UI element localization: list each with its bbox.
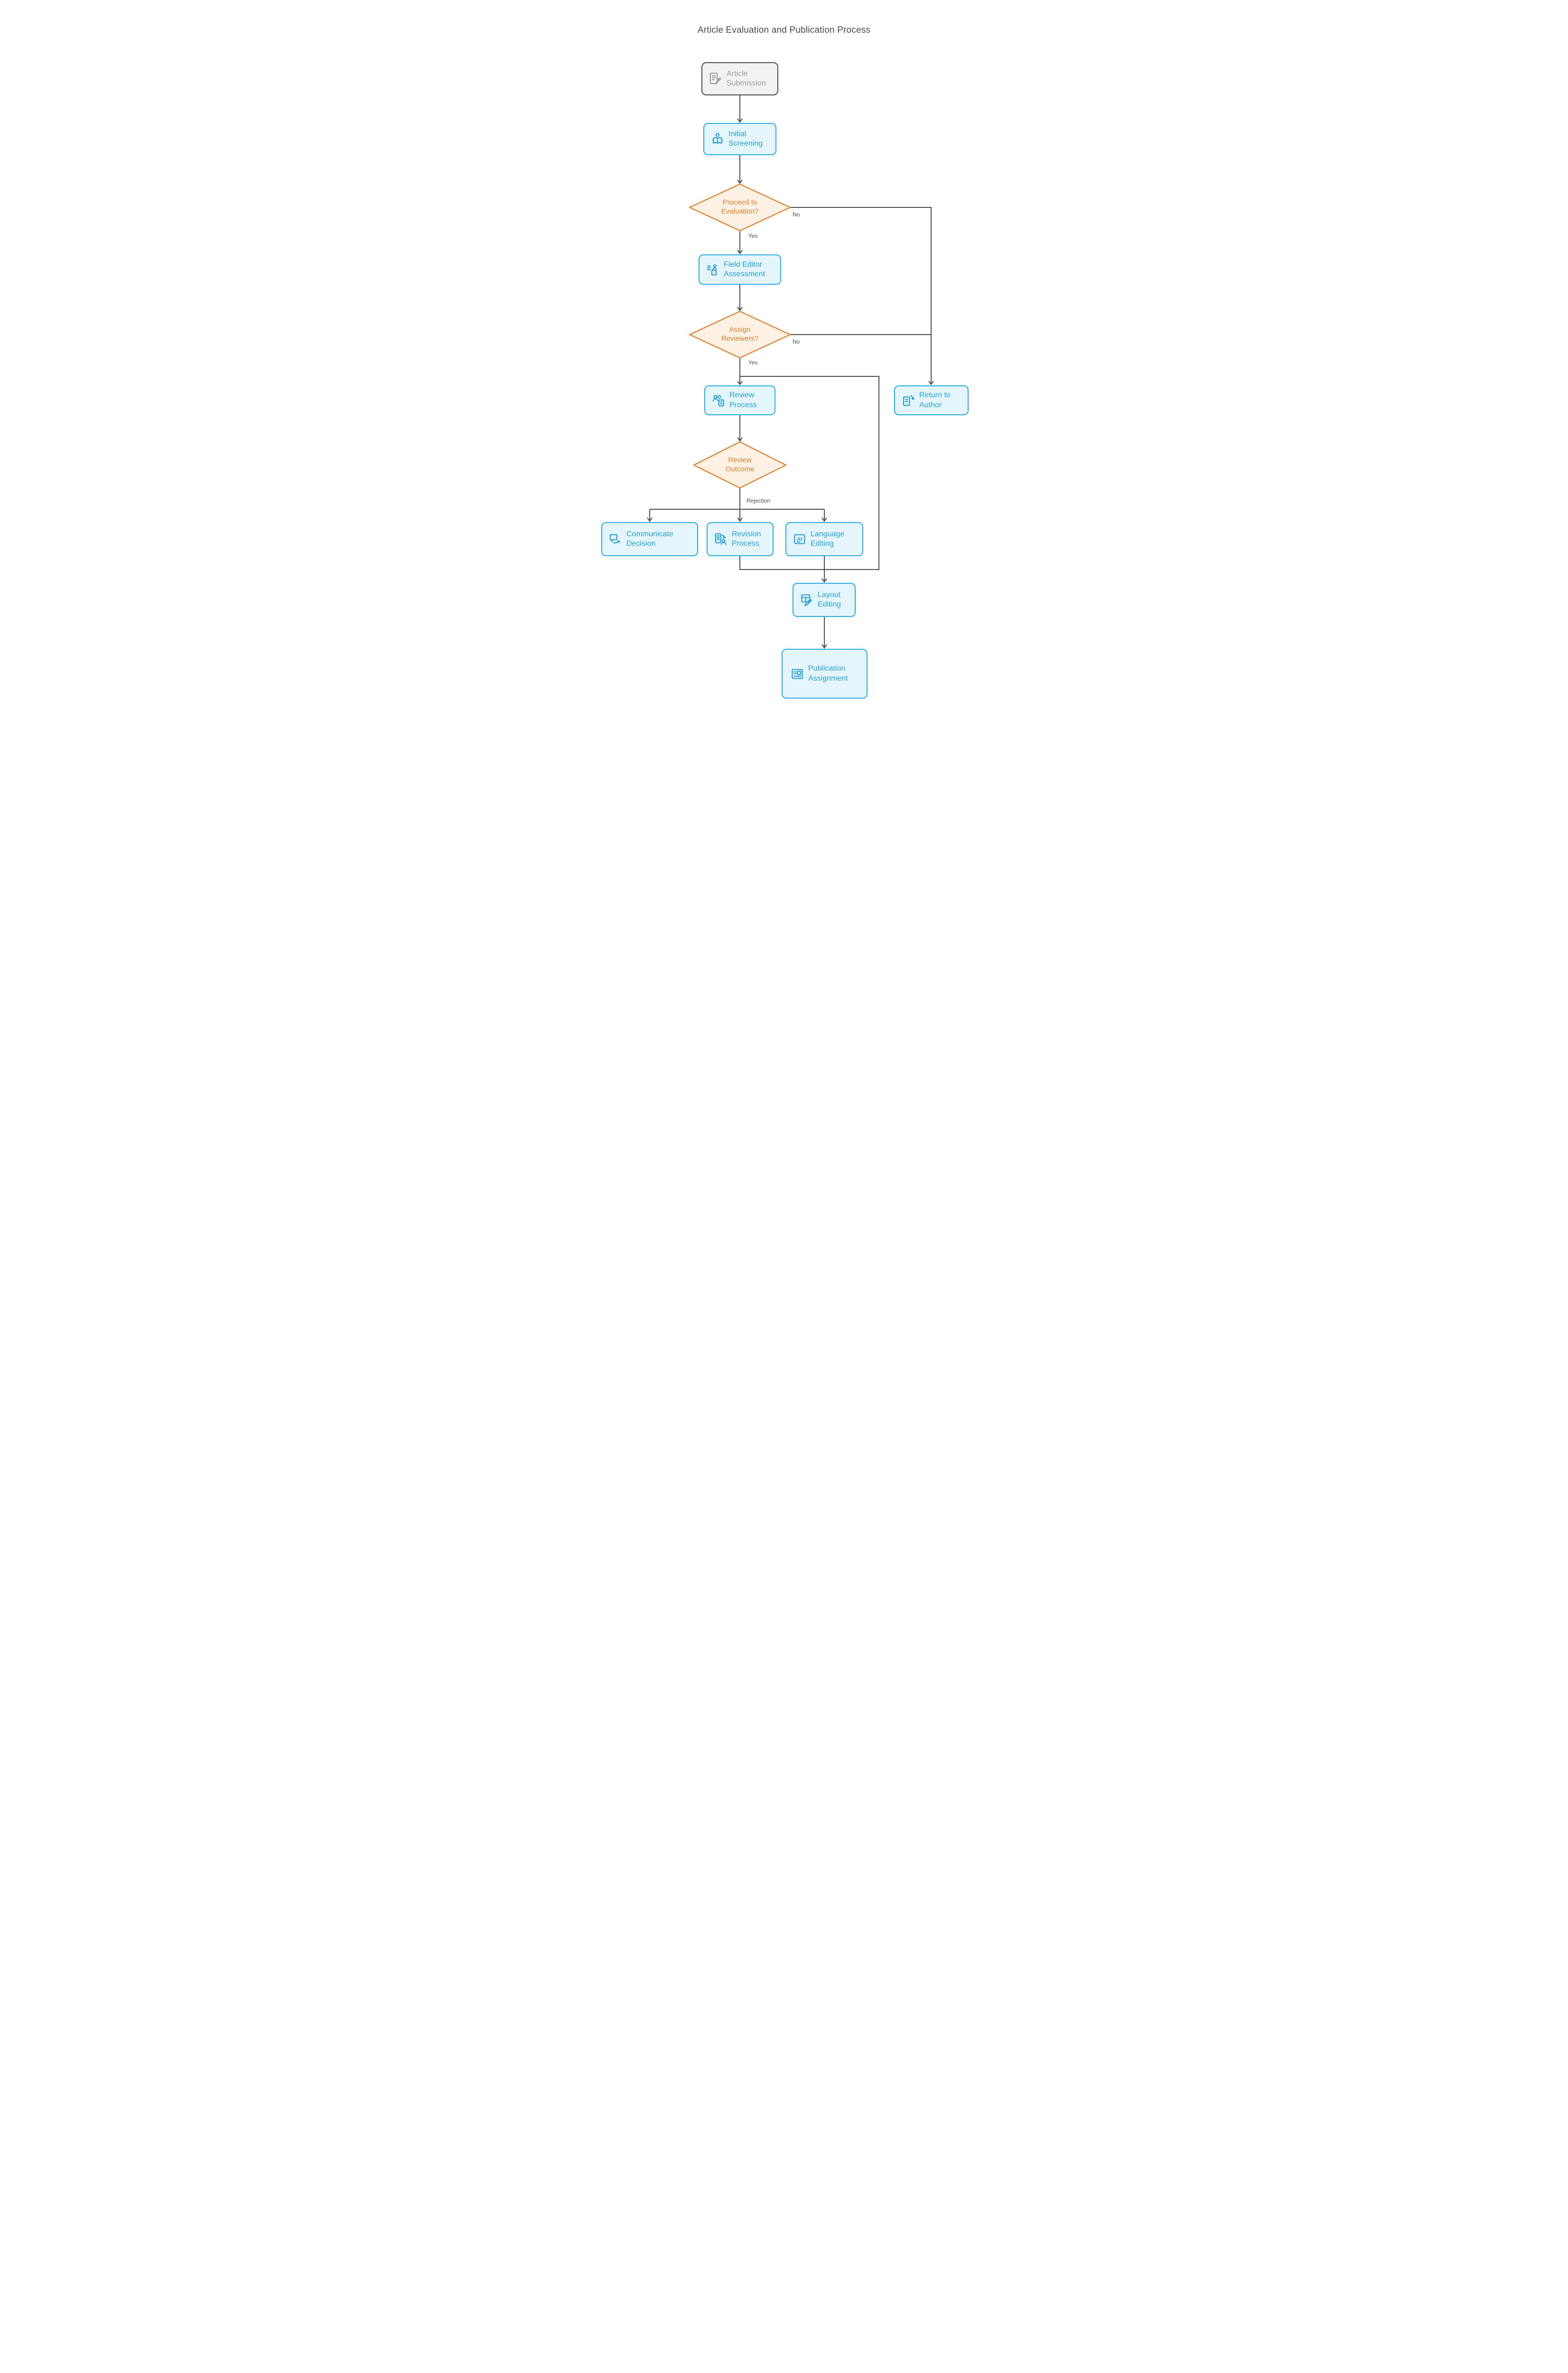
layout-pencil-icon [800, 593, 814, 607]
edge-label-no-assign: No [793, 338, 800, 345]
person-reading-icon [710, 132, 725, 146]
node-label: Field Editor Assessment [724, 260, 765, 278]
clipboard-person-icon [714, 532, 728, 546]
document-return-icon [901, 393, 915, 408]
decision-proceed-to-evaluation: Proceed to Evaluation? [721, 198, 759, 215]
node-label: Article Submission [727, 69, 766, 87]
edge-revision-to-merge [739, 556, 825, 570]
speech-bubble-arrow-icon [608, 532, 623, 546]
node-review-process: Review Process [704, 385, 775, 415]
edge-label-no-proceed: No [793, 211, 800, 218]
node-article-submission: Article Submission [701, 62, 778, 95]
node-communicate-decision: Communicate Decision [601, 522, 698, 556]
node-field-editor-assessment: Field Editor Assessment [699, 254, 781, 285]
node-language-editing: At Language Editing [785, 522, 863, 556]
node-return-to-author: Return to Author [894, 385, 969, 415]
node-label: Language Editing [811, 530, 845, 548]
node-label: Revision Process [732, 530, 761, 548]
edge-label-yes-assign: Yes [748, 359, 758, 366]
node-publication-assignment: Publication Assignment [782, 649, 868, 699]
node-label: Communicate Decision [626, 530, 673, 548]
letter-at-icon: At [793, 532, 807, 546]
edge-proceed-no-to-return [790, 207, 934, 385]
diagram-title: Article Evaluation and Publication Proce… [697, 25, 871, 35]
node-layout-editing: Layout Editing [793, 583, 856, 617]
edge-label-yes-proceed: Yes [748, 233, 758, 239]
decision-review-outcome-shape [693, 441, 787, 489]
node-label: Return to Author [919, 391, 951, 409]
node-label: Initial Screening [728, 130, 763, 148]
node-revision-process: Revision Process [707, 522, 774, 556]
decision-review-outcome: Review Outcome [725, 456, 755, 473]
node-label: Layout Editing [818, 590, 841, 608]
decision-assign-reviewers-shape [689, 310, 791, 359]
speaker-podium-icon [706, 262, 720, 277]
edge-branch-to-merge [740, 376, 879, 570]
decision-proceed-to-evaluation-shape [689, 183, 791, 232]
edge-label-rejection: Rejection [747, 497, 771, 504]
document-signature-icon [709, 72, 723, 86]
decision-assign-reviewers: Assign Reviewers? [721, 326, 759, 343]
node-initial-screening: Initial Screening [703, 123, 776, 155]
svg-text:At: At [797, 536, 803, 542]
node-label: Review Process [729, 391, 757, 409]
newspaper-icon [790, 667, 804, 681]
node-label: Publication Assignment [808, 664, 848, 682]
reviewers-document-icon [711, 393, 726, 408]
flowchart-canvas: Article Evaluation and Publication Proce… [588, 0, 980, 701]
flow-edges-layer [647, 95, 934, 649]
